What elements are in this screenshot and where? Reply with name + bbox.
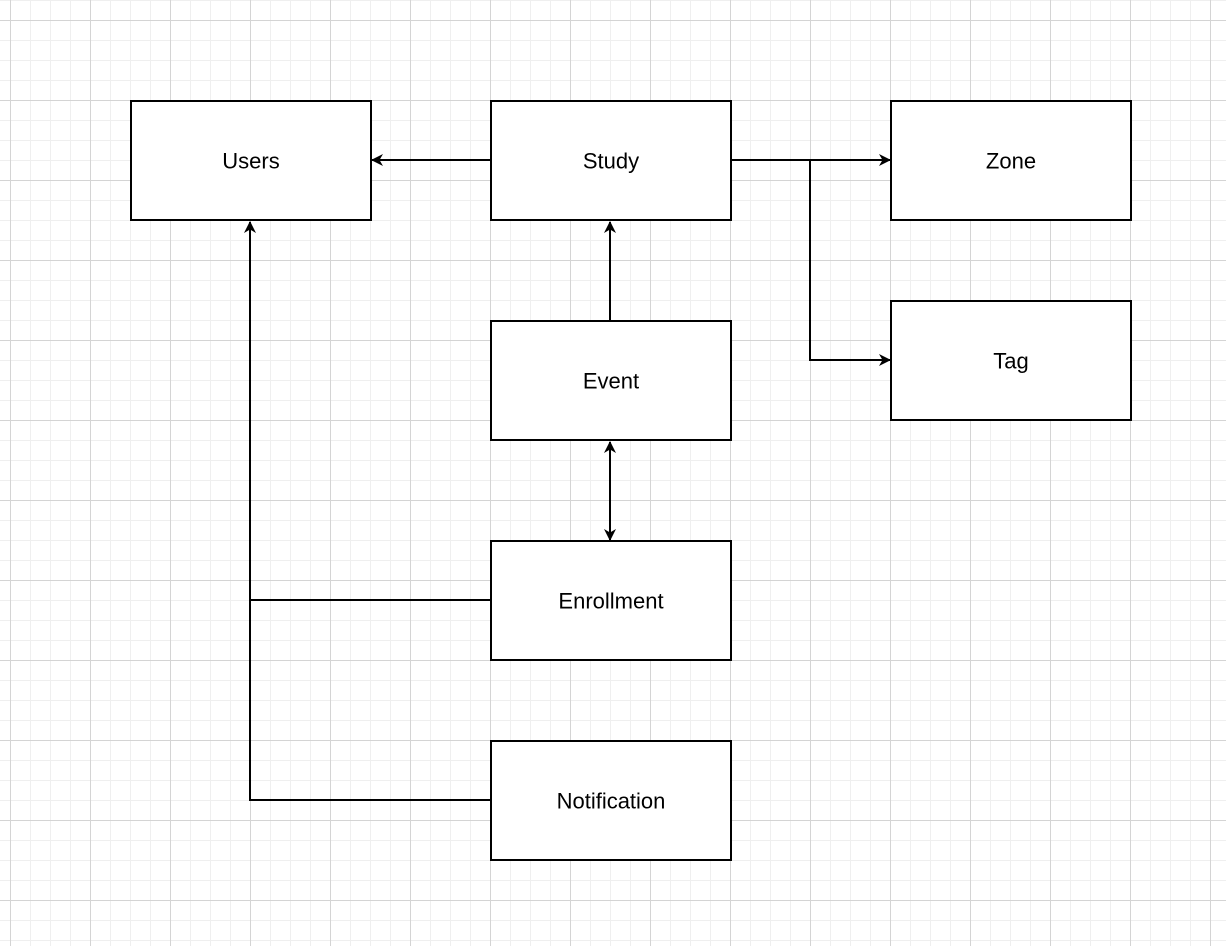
node-notification[interactable]: Notification: [490, 740, 732, 861]
node-event-label: Event: [583, 369, 639, 394]
node-zone-box: [890, 100, 1132, 221]
node-enrollment[interactable]: Enrollment: [490, 540, 732, 661]
node-tag[interactable]: Tag: [890, 300, 1132, 421]
node-enrollment-box: [490, 540, 732, 661]
node-notification-label: Notification: [557, 789, 666, 814]
node-notification-box: [490, 740, 732, 861]
node-tag-label: Tag: [993, 349, 1028, 374]
edge-enrollment-users: [244, 221, 490, 601]
node-enrollment-label: Enrollment: [558, 589, 663, 614]
edges: [244, 154, 891, 801]
node-study[interactable]: Study: [490, 100, 732, 221]
node-study-box: [490, 100, 732, 221]
node-tag-box: [890, 300, 1132, 421]
node-users-box: [130, 100, 372, 221]
node-zone-label: Zone: [986, 149, 1036, 174]
edge-notification-users: [249, 600, 490, 801]
node-zone[interactable]: Zone: [890, 100, 1132, 221]
node-event[interactable]: Event: [490, 320, 732, 441]
node-study-label: Study: [583, 149, 639, 174]
edge-study-tag: [809, 160, 891, 366]
node-users-label: Users: [222, 149, 279, 174]
node-event-box: [490, 320, 732, 441]
node-users[interactable]: Users: [130, 100, 372, 221]
